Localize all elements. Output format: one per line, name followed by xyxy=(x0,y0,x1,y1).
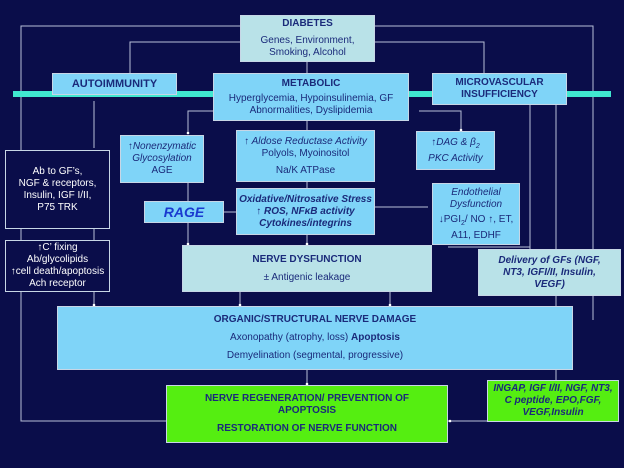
connector-metabolic-dag xyxy=(419,110,462,131)
nonenzymatic-line1: ↑Nonenzymatic xyxy=(127,141,197,152)
therapies-line1: INGAP, IGF I/II, NGF, NT3, xyxy=(493,383,613,394)
metabolic-line2: Abnormalities, Dyslipidemia xyxy=(249,104,373,116)
connector-diabetes-outer-right xyxy=(374,25,594,320)
arrowhead xyxy=(448,419,452,423)
nonenzymatic-line3: AGE xyxy=(151,165,173,176)
box-autoimmunity: AUTOIMMUNITY xyxy=(52,73,177,95)
rage-title: RAGE xyxy=(163,204,205,220)
therapies-line2: C peptide, EPO,FGF, xyxy=(504,395,602,406)
nonenzymatic-line2: Glycosylation xyxy=(132,153,192,164)
arrowhead xyxy=(238,303,242,307)
arrowhead xyxy=(459,128,463,132)
box-nonenzymatic: ↑Nonenzymatic Glycosylation AGE xyxy=(120,135,204,183)
delivery-line1: Delivery of GFs (NGF, xyxy=(498,254,601,266)
box-dag-pkc: ↑DAG & β2 PKC Activity xyxy=(416,131,495,170)
box-oxidative-stress: Oxidative/Nitrosative Stress ↑ ROS, NFκB… xyxy=(236,188,375,235)
delivery-line3: VEGF) xyxy=(534,278,565,290)
oxidative-line1: Oxidative/Nitrosative Stress xyxy=(239,193,372,205)
metabolic-title: METABOLIC xyxy=(281,77,341,89)
box-nerve-dysfunction: NERVE DYSFUNCTION ± Antigenic leakage xyxy=(182,245,432,292)
regeneration-line2: APOPTOSIS xyxy=(277,405,337,416)
dag-line1: ↑DAG & β2 xyxy=(431,137,480,153)
connector-diabetes-outer-left xyxy=(20,25,240,141)
structural-title: ORGANIC/STRUCTURAL NERVE DAMAGE xyxy=(213,314,417,325)
aldose-line3: Na/K ATPase xyxy=(275,164,336,176)
structural-apoptosis: Apoptosis xyxy=(351,332,400,343)
box-rage: RAGE xyxy=(144,201,224,223)
dag-line2: PKC Activity xyxy=(428,152,483,164)
antibodies-line2: NGF & receptors, xyxy=(18,177,97,189)
autoimmunity-title: AUTOIMMUNITY xyxy=(71,78,158,90)
regeneration-line1: NERVE REGENERATION/ PREVENTION OF xyxy=(204,393,410,404)
oxidative-line3: Cytokines/integrins xyxy=(259,217,352,229)
endothelial-line4: A11, EDHF xyxy=(451,229,501,241)
endothelial-line2: Dysfunction xyxy=(449,198,503,210)
arrowhead xyxy=(186,242,190,246)
nerve-dysfunction-line1: ± Antigenic leakage xyxy=(263,271,351,283)
box-metabolic: METABOLIC Hyperglycemia, Hypoinsulinemia… xyxy=(213,73,409,121)
microvascular-line2: INSUFFICIENCY xyxy=(461,89,538,100)
box-nerve-regeneration: NERVE REGENERATION/ PREVENTION OF APOPTO… xyxy=(166,385,448,443)
connector-left-frame-down xyxy=(20,235,170,422)
box-diabetes: DIABETES Genes, Environment, Smoking, Al… xyxy=(240,15,375,62)
diabetes-line1: Genes, Environment, xyxy=(260,35,355,46)
aldose-line1: ↑ Aldose Reductase Activity xyxy=(244,135,367,147)
arrowhead xyxy=(305,242,309,246)
box-antibodies: Ab to GF’s, NGF & receptors, Insulin, IG… xyxy=(5,150,110,229)
microvascular-line1: MICROVASCULAR xyxy=(455,77,544,88)
structural-axonopathy: Axonopathy (atrophy, loss) xyxy=(230,332,352,343)
dag-text: ↑DAG & β xyxy=(431,136,476,148)
antibodies-line4: P75 TRK xyxy=(37,201,78,213)
complement-line1: ↑C’ fixing xyxy=(37,242,78,253)
aldose-line2: Polyols, Myoinositol xyxy=(261,147,350,159)
diabetes-title: DIABETES xyxy=(282,18,333,29)
box-structural-damage: ORGANIC/STRUCTURAL NERVE DAMAGE Axonopat… xyxy=(57,306,573,370)
complement-line4: Ach receptor xyxy=(29,278,86,289)
arrowhead xyxy=(92,303,96,307)
oxidative-line2: ↑ ROS, NFκB activity xyxy=(256,205,355,217)
therapies-line3: VEGF,Insulin xyxy=(522,407,584,418)
endothelial-line1: Endothelial xyxy=(451,186,501,198)
box-aldose-reductase: ↑ Aldose Reductase Activity Polyols, Myo… xyxy=(236,130,375,182)
delivery-line2: NT3, IGFI/II, Insulin, xyxy=(503,266,596,278)
connector-diabetes-autoimmunity xyxy=(129,41,240,73)
endothelial-line3: ↓PGI2/ NO ↑, ET, xyxy=(439,214,513,230)
box-therapies: INGAP, IGF I/II, NGF, NT3, C peptide, EP… xyxy=(487,380,619,422)
arrowhead xyxy=(186,131,190,135)
complement-line2: Ab/glycolipids xyxy=(26,254,89,265)
regeneration-line3: RESTORATION OF NERVE FUNCTION xyxy=(216,423,397,434)
endothelial-no: / NO ↑, ET, xyxy=(464,213,514,225)
diabetes-line2: Smoking, Alcohol xyxy=(269,47,346,58)
box-microvascular: MICROVASCULAR INSUFFICIENCY xyxy=(432,73,567,105)
box-complement: ↑C’ fixing Ab/glycolipids ↑cell death/ap… xyxy=(5,240,110,292)
antibodies-line1: Ab to GF’s, xyxy=(32,165,83,177)
endothelial-subscript: 2 xyxy=(460,219,465,227)
antibodies-line3: Insulin, IGF I/II, xyxy=(23,189,92,201)
box-endothelial-dysfunction: Endothelial Dysfunction ↓PGI2/ NO ↑, ET,… xyxy=(432,183,520,245)
structural-line2: Demyelination (segmental, progressive) xyxy=(226,350,404,361)
arrowhead xyxy=(305,382,309,386)
arrowhead xyxy=(388,303,392,307)
structural-line1: Axonopathy (atrophy, loss) Apoptosis xyxy=(230,332,400,344)
connector-metabolic-nonenz xyxy=(187,110,213,134)
box-delivery-gfs: Delivery of GFs (NGF, NT3, IGFI/II, Insu… xyxy=(478,249,621,296)
metabolic-line1: Hyperglycemia, Hypoinsulinemia, GF xyxy=(228,92,394,104)
endothelial-pgi: ↓PGI xyxy=(438,213,461,225)
complement-line3: ↑cell death/apoptosis xyxy=(10,266,105,277)
nerve-dysfunction-title: NERVE DYSFUNCTION xyxy=(252,253,362,265)
connector-diabetes-microvascular xyxy=(374,41,485,73)
dag-subscript: 2 xyxy=(475,142,480,150)
